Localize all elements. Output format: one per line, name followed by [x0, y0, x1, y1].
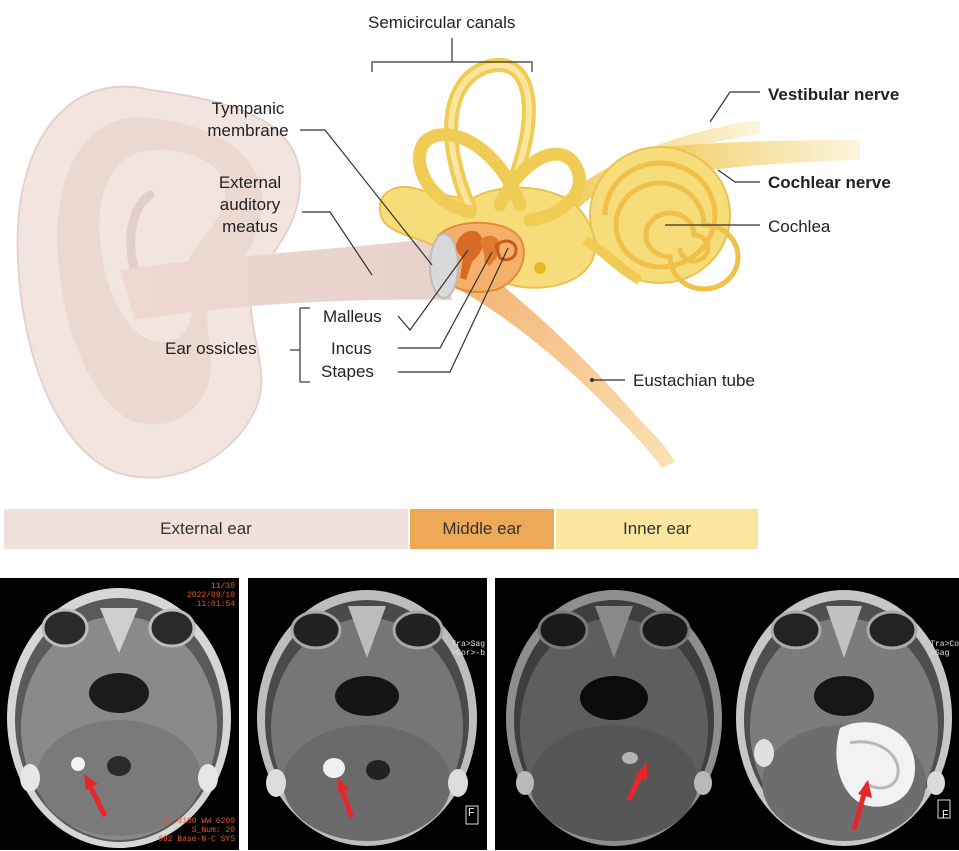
- mri-scan-3: [495, 578, 734, 850]
- mri-scan-1: 11/30 2022/09/10 11:01:54 WC 3100 WW 620…: [0, 578, 239, 850]
- scan-4-marker: F: [942, 811, 949, 820]
- region-external-ear: External ear: [4, 509, 408, 549]
- label-eustachian-tube: Eustachian tube: [633, 370, 755, 392]
- scan-2-marker: F: [468, 809, 475, 818]
- middle-ear: [430, 223, 524, 298]
- ear-anatomy-diagram: [0, 0, 959, 500]
- label-semicircular-canals: Semicircular canals: [368, 12, 515, 34]
- label-malleus: Malleus: [323, 306, 382, 328]
- region-middle-ear: Middle ear: [410, 509, 554, 549]
- tympanic-membrane: [430, 234, 458, 298]
- label-ear-ossicles: Ear ossicles: [165, 338, 257, 360]
- mri-scan-2: Tra>Sag >Cor>-b F: [248, 578, 487, 850]
- label-vestibular-nerve: Vestibular nerve: [768, 84, 899, 106]
- label-incus: Incus: [331, 338, 372, 360]
- scan-4-orientation-text: Tra>Co >Sag: [930, 640, 959, 658]
- scan-2-orientation-text: Tra>Sag >Cor>-b: [451, 640, 485, 658]
- scan-1-corner-text: 11/30 2022/09/10 11:01:54: [187, 582, 235, 609]
- label-external-auditory-meatus: External auditory meatus: [200, 172, 300, 238]
- label-cochlea: Cochlea: [768, 216, 830, 238]
- label-tympanic-membrane: Tympanic membrane: [193, 98, 303, 142]
- label-stapes: Stapes: [321, 361, 374, 383]
- region-inner-ear: Inner ear: [556, 509, 758, 549]
- label-cochlear-nerve: Cochlear nerve: [768, 172, 891, 194]
- scan-1-bottom-text: WC 3100 WW 6200 S_Num: 20 092 Base-N-C S…: [158, 817, 235, 844]
- mri-scan-4: Tra>Co >Sag F: [730, 578, 959, 850]
